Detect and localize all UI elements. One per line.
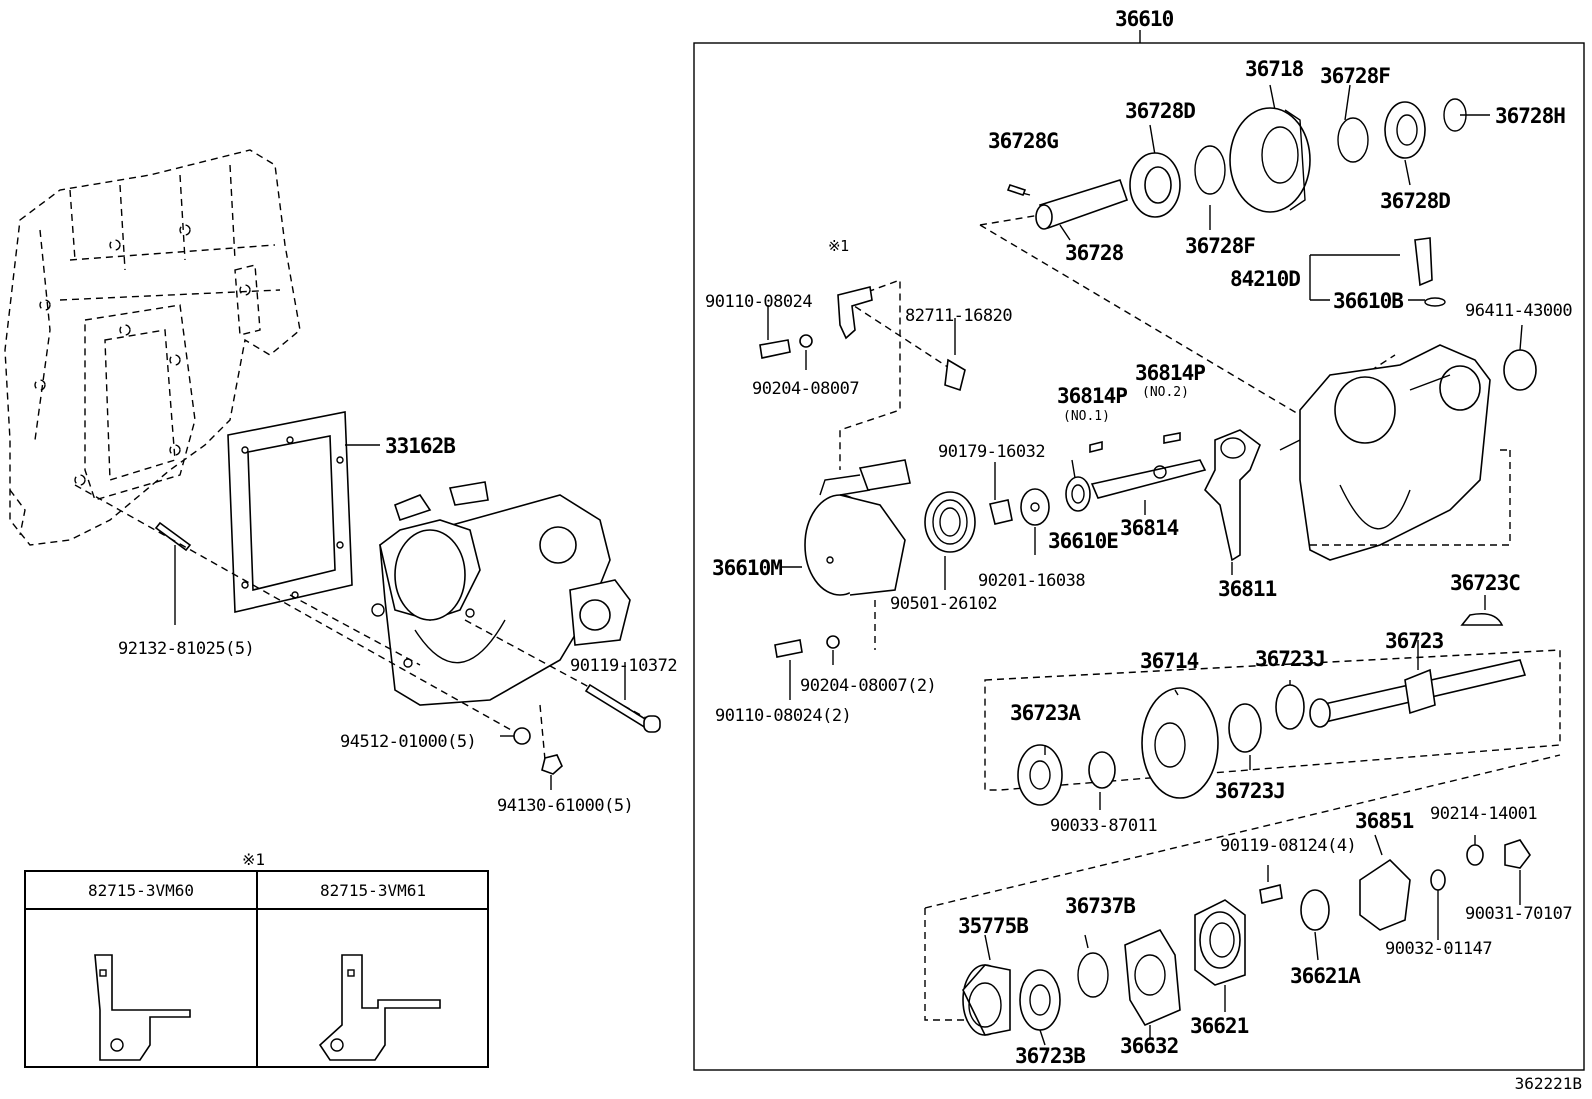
label-36728F-bottom: 36728F — [1185, 234, 1256, 258]
output-shaft-parts — [1017, 612, 1527, 806]
label-36621A: 36621A — [1290, 964, 1361, 988]
label-36610M: 36610M — [712, 556, 783, 580]
label-36728D-top: 36728D — [1125, 99, 1196, 123]
label-36814P-no1: 36814P — [1057, 384, 1128, 408]
bolt-90110-top — [759, 339, 791, 359]
transfer-assembly — [371, 481, 631, 706]
group-frame-36610 — [693, 42, 1585, 1071]
label-36714: 36714 — [1140, 649, 1199, 673]
bolt-90110-bottom — [774, 639, 803, 658]
label-90119-10372: 90119-10372 — [570, 656, 678, 676]
label-36851: 36851 — [1355, 809, 1414, 833]
label-36728G: 36728G — [988, 129, 1059, 153]
label-36723J-bottom: 36723J — [1215, 779, 1286, 803]
legend-table: 82715-3VM60 82715-3VM61 — [24, 870, 489, 1068]
label-92132-81025: 92132-81025(5) — [118, 639, 255, 659]
label-90032-01147: 90032-01147 — [1385, 939, 1493, 959]
nut-94130 — [541, 754, 563, 775]
bottom-row-parts — [962, 839, 1531, 1036]
label-82711-16820: 82711-16820 — [905, 306, 1013, 326]
label-96411-43000: 96411-43000 — [1465, 301, 1573, 321]
label-90201-16038: 90201-16038 — [978, 571, 1086, 591]
legend-bracket-3vm61 — [318, 954, 441, 1061]
legend-col-3vm61: 82715-3VM61 — [257, 872, 489, 910]
label-90204-08007-2: 90204-08007(2) — [800, 676, 937, 696]
transfer-case-right — [1279, 344, 1491, 561]
label-36728F-top: 36728F — [1320, 64, 1391, 88]
label-36610: 36610 — [1115, 7, 1174, 31]
bolt-90119-10372 — [584, 662, 661, 733]
legend-marker: ※1 — [242, 850, 266, 869]
legend-divider — [256, 872, 258, 1066]
clamp-82711 — [944, 358, 966, 392]
label-36814: 36814 — [1120, 516, 1179, 540]
label-36737B: 36737B — [1065, 894, 1136, 918]
label-90110-08024-2: 90110-08024(2) — [715, 706, 852, 726]
label-94512-01000: 94512-01000(5) — [340, 732, 477, 752]
label-36814P-no2: 36814P — [1135, 361, 1206, 385]
washer-94512 — [513, 727, 531, 745]
label-36723C: 36723C — [1450, 571, 1521, 595]
label-36728D-bottom: 36728D — [1380, 189, 1451, 213]
label-36621: 36621 — [1190, 1014, 1249, 1038]
label-90204-08007: 90204-08007 — [752, 379, 860, 399]
label-90031-70107: 90031-70107 — [1465, 904, 1573, 924]
label-90110-08024: 90110-08024 — [705, 292, 813, 312]
label-90033-87011: 90033-87011 — [1050, 816, 1158, 836]
label-36723: 36723 — [1385, 629, 1444, 653]
label-36723J-top: 36723J — [1255, 647, 1326, 671]
label-36814P-no2-sub: (NO.2) — [1142, 385, 1189, 400]
shift-fork-parts — [924, 429, 1261, 562]
actuator-36610M — [804, 459, 911, 596]
label-36728: 36728 — [1065, 241, 1124, 265]
label-36811: 36811 — [1218, 577, 1277, 601]
label-36718: 36718 — [1245, 57, 1304, 81]
label-36814P-no1-sub: (NO.1) — [1063, 409, 1110, 424]
label-36610E: 36610E — [1048, 529, 1119, 553]
figure-code: 362221B — [1514, 1074, 1582, 1093]
label-90179-16032: 90179-16032 — [938, 442, 1046, 462]
transmission-case — [4, 149, 301, 546]
label-90119-08124: 90119-08124(4) — [1220, 836, 1357, 856]
gasket-33162B — [227, 411, 380, 613]
label-36723B: 36723B — [1015, 1044, 1086, 1068]
label-90501-26102: 90501-26102 — [890, 594, 998, 614]
stud-92132 — [154, 521, 192, 625]
legend-col-3vm60: 82715-3VM60 — [26, 872, 258, 910]
label-90214-14001: 90214-14001 — [1430, 804, 1538, 824]
legend-bracket-3vm60 — [94, 954, 191, 1061]
top-cluster-parts — [1006, 98, 1537, 391]
label-84210D: 84210D — [1230, 267, 1301, 291]
label-36610B: 36610B — [1333, 289, 1404, 313]
label-36632: 36632 — [1120, 1034, 1179, 1058]
label-94130-61000: 94130-61000(5) — [497, 796, 634, 816]
label-36723A: 36723A — [1010, 701, 1081, 725]
label-35775B: 35775B — [958, 914, 1029, 938]
label-36728H: 36728H — [1495, 104, 1566, 128]
label-33162B: 33162B — [385, 434, 456, 458]
callout-marker: ※1 — [828, 237, 849, 255]
bracket — [837, 286, 873, 340]
